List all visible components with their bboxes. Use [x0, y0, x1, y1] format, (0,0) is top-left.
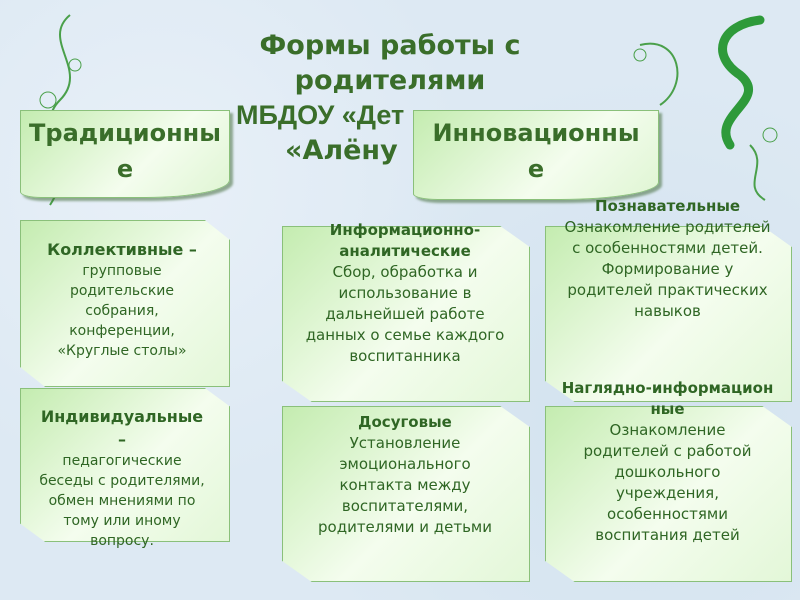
- card-heading: Индивидуальные –: [40, 407, 204, 449]
- slide-title: Формы работы с родителями МБДОУ «Дет «Ал…: [170, 28, 610, 166]
- title-line: «Алёну: [285, 135, 398, 166]
- card-cognitive: Познавательные Ознакомление родителей с …: [555, 196, 780, 322]
- header-label: Традиционные: [29, 119, 221, 183]
- title-line: Формы работы с: [259, 30, 521, 61]
- card-body: Установление эмоционального контакта меж…: [318, 434, 492, 536]
- card-heading: Познавательные: [594, 197, 741, 215]
- card-heading: Наглядно-информационные: [561, 379, 774, 418]
- swirl-ornament-right: [633, 15, 778, 201]
- card-collective: Коллективные – групповые родительские со…: [38, 238, 206, 361]
- card-body: групповые родительские собрания, конфере…: [57, 263, 187, 359]
- header-innovative: Инновационные: [413, 110, 659, 200]
- header-traditional: Традиционные: [20, 110, 230, 198]
- title-line: родителями: [294, 65, 486, 96]
- card-box: [545, 226, 792, 402]
- card-box: [545, 406, 792, 582]
- card-body: Ознакомление родителей с работой дошколь…: [583, 421, 752, 544]
- card-heading: Коллективные –: [47, 240, 197, 259]
- card-info-analytical: Информационно-аналитические Сбор, обрабо…: [292, 220, 518, 367]
- card-body: педагогические беседы с родителями, обме…: [39, 453, 205, 549]
- card-box: [282, 226, 530, 402]
- card-box: [20, 388, 230, 542]
- card-body: Сбор, обработка и использование в дальне…: [305, 263, 505, 365]
- header-label: Инновационные: [432, 119, 640, 183]
- card-body: Ознакомление родителей с особенностями д…: [564, 218, 771, 320]
- card-individual: Индивидуальные – педагогические беседы с…: [38, 405, 206, 551]
- card-visual-info: Наглядно-информационные Ознакомление род…: [555, 378, 780, 546]
- card-leisure: Досуговые Установление эмоционального ко…: [292, 412, 518, 538]
- title-line: МБДОУ «Дет: [236, 100, 405, 130]
- card-box: [282, 406, 530, 582]
- card-box: [20, 220, 230, 387]
- card-heading: Досуговые: [358, 413, 452, 431]
- card-heading: Информационно-аналитические: [329, 221, 481, 260]
